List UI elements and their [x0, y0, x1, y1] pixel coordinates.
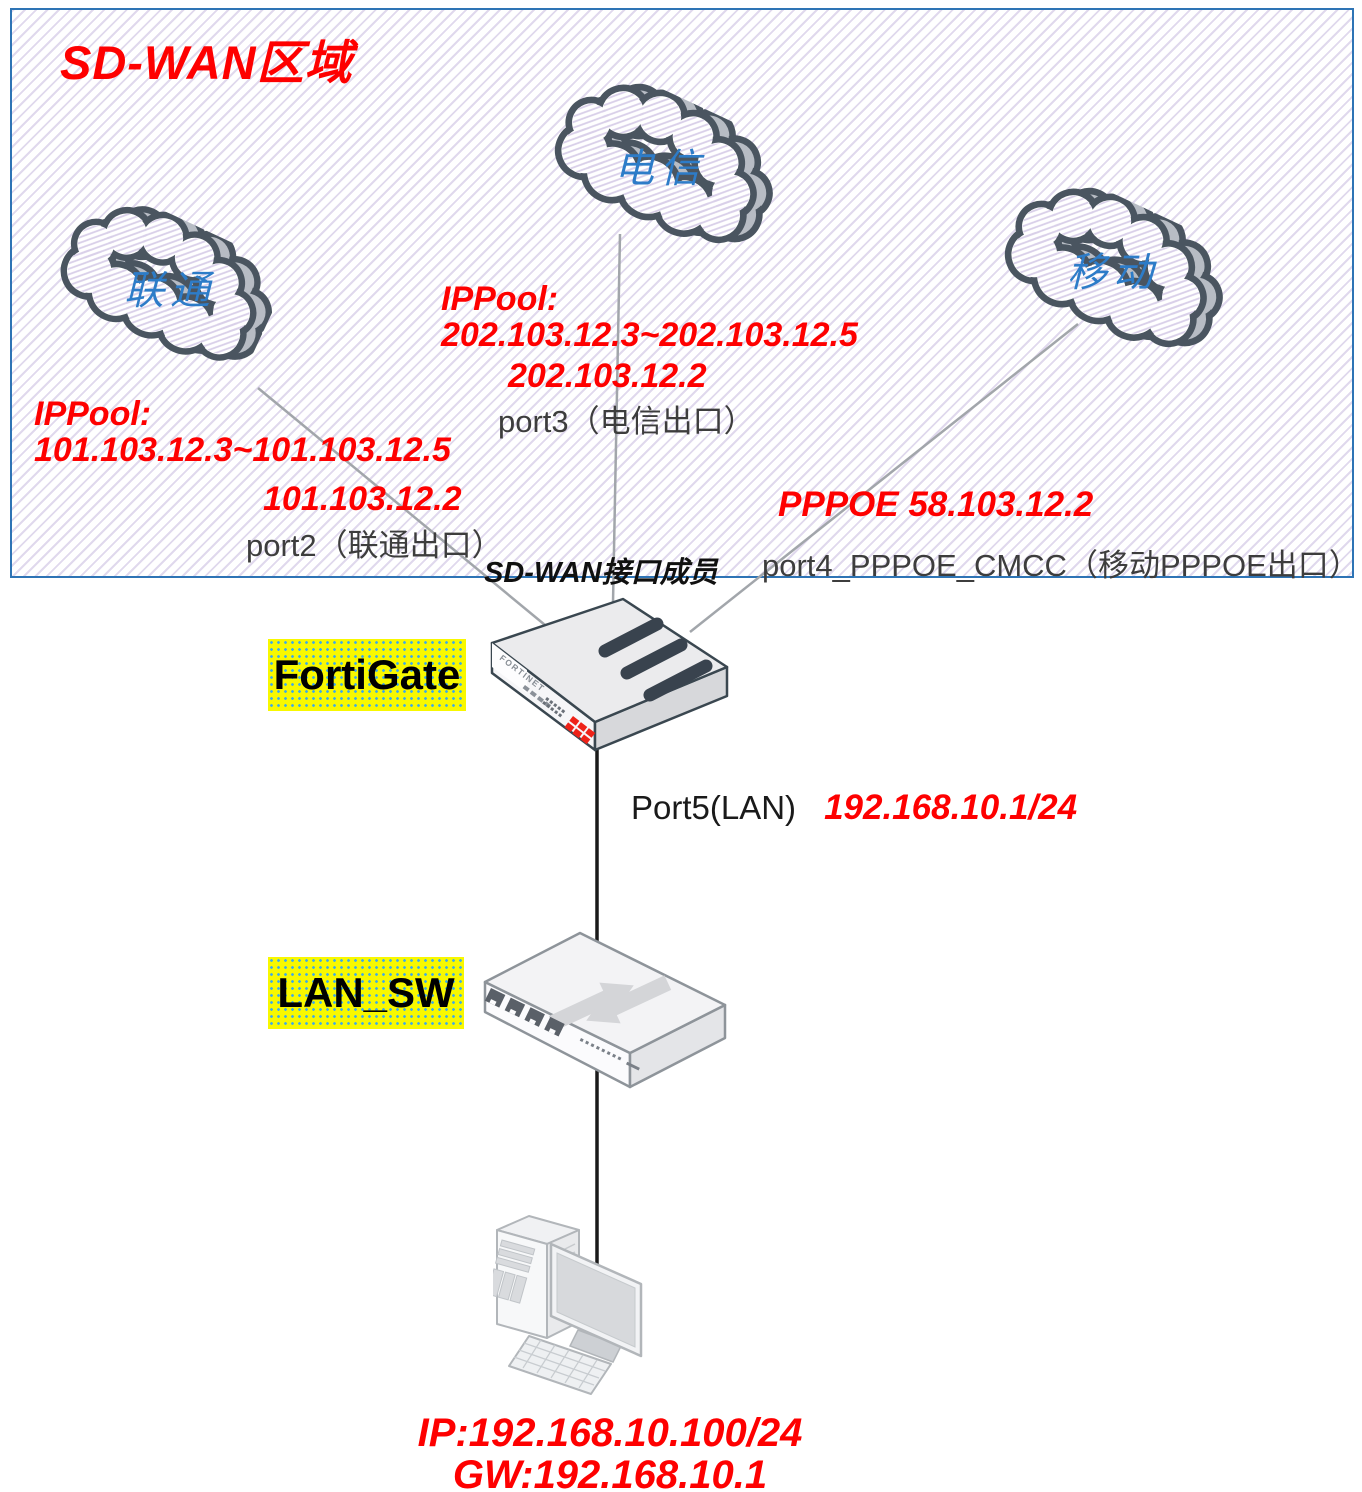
- telecom-ippool-range: 202.103.12.3~202.103.12.5: [441, 316, 858, 354]
- cloud-unicom-label: 联通: [124, 269, 216, 313]
- annotation-telecom-ippool: IPPool: 202.103.12.3~202.103.12.5: [441, 281, 858, 353]
- pc-monitor: [549, 1242, 643, 1358]
- fortigate-front-panel: [492, 643, 527, 693]
- annotation-unicom-gateway-ip: 101.103.12.2: [263, 480, 462, 518]
- fortinet-logo: [564, 716, 596, 745]
- pc-keyboard: [508, 1335, 612, 1395]
- pc-ip-labels: IP:192.168.10.100/24 GW:192.168.10.1: [400, 1412, 820, 1492]
- annotation-sdwan-member: SD-WAN接口成员: [484, 557, 718, 589]
- pc-device: [493, 1215, 643, 1395]
- annotation-telecom-gateway-ip: 202.103.12.2: [508, 357, 707, 395]
- switch-ports: [484, 988, 565, 1037]
- cloud-telecom-label: 电信: [614, 147, 706, 191]
- pc-tower-bays: [493, 1239, 536, 1304]
- cloud-mobile: [978, 157, 1247, 376]
- pc-gateway: GW:192.168.10.1: [452, 1453, 768, 1492]
- link-unicom-fortigate: [257, 387, 546, 626]
- lan-link-labels: Port5(LAN) 192.168.10.1/24: [631, 788, 1077, 828]
- fortigate-label: FortiGate: [268, 639, 466, 711]
- unicom-ippool-title: IPPool:: [34, 395, 152, 433]
- annotation-unicom-port: port2（联通出口）: [246, 528, 503, 563]
- cloud-mobile-shape: [1004, 187, 1223, 348]
- fortigate-device: FORTINET: [490, 597, 729, 752]
- lan-port-label: Port5(LAN): [631, 789, 797, 826]
- link-mobile-fortigate: [689, 323, 1079, 633]
- cloud-telecom: [528, 53, 797, 272]
- cloud-mobile-label: 移动: [1067, 251, 1159, 295]
- telecom-ippool-title: IPPool:: [441, 280, 559, 318]
- annotation-telecom-port: port3（电信出口）: [498, 404, 755, 439]
- annotation-mobile-pppoe: PPPOE 58.103.12.2: [778, 485, 1094, 524]
- switch-leds: [579, 1038, 640, 1071]
- unicom-ippool-range: 101.103.12.3~101.103.12.5: [34, 431, 451, 469]
- annotation-mobile-port: port4_PPPOE_CMCC（移动PPPOE出口）: [762, 548, 1360, 583]
- switch-arrows-icon: [548, 975, 672, 1031]
- sdwan-region-title: SD-WAN区域: [60, 36, 353, 89]
- cloud-telecom-shape: [554, 83, 773, 244]
- lan-ip-label: 192.168.10.1/24: [824, 788, 1078, 827]
- link-telecom-fortigate: [611, 233, 622, 604]
- fortigate-ports: [542, 697, 566, 718]
- annotation-unicom-ippool: IPPool: 101.103.12.3~101.103.12.5: [34, 396, 451, 468]
- pc-ip: IP:192.168.10.100/24: [417, 1411, 803, 1455]
- lan-switch-label: LAN_SW: [268, 957, 464, 1029]
- lan-switch-device: [483, 931, 727, 1089]
- fortigate-top-bars: [598, 617, 713, 702]
